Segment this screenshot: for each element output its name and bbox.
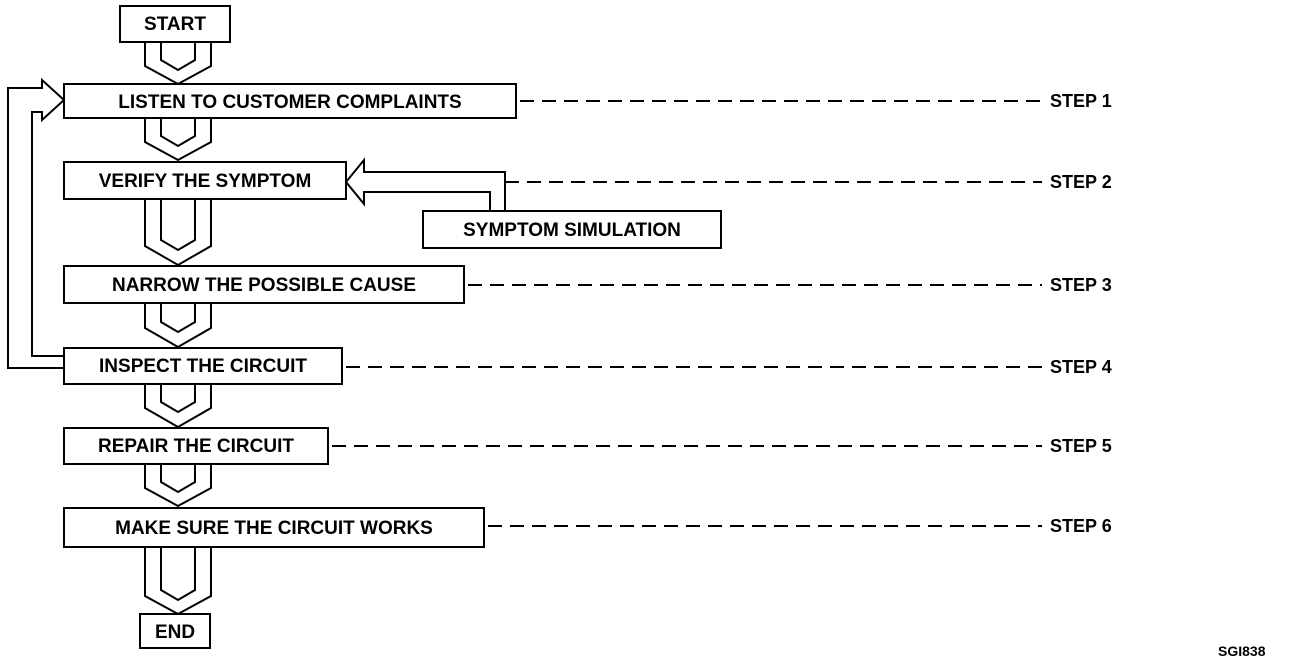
symptom-simulation-label: SYMPTOM SIMULATION — [463, 220, 681, 241]
figure-code: SGI838 — [1218, 643, 1266, 659]
flow-arrow-step3-to-step4 — [144, 302, 212, 349]
step-1-label: LISTEN TO CUSTOMER COMPLAINTS — [118, 92, 461, 113]
step-6-node: MAKE SURE THE CIRCUIT WORKS — [63, 507, 485, 548]
step-3-tag: STEP 3 — [1050, 275, 1112, 295]
step-2-label: VERIFY THE SYMPTOM — [99, 171, 312, 192]
feedback-loop-arrow — [7, 77, 66, 369]
end-node: END — [139, 613, 211, 649]
step-4-node: INSPECT THE CIRCUIT — [63, 347, 343, 385]
flow-arrow-step2-to-step3 — [144, 198, 212, 267]
step-2-node: VERIFY THE SYMPTOM — [63, 161, 347, 200]
flow-arrow-step5-to-step6 — [144, 463, 212, 508]
step-6-label: MAKE SURE THE CIRCUIT WORKS — [115, 518, 433, 539]
start-node: START — [119, 5, 231, 43]
step-4-tag: STEP 4 — [1050, 357, 1112, 377]
flow-arrow-start-to-step1 — [144, 41, 212, 86]
symptom-simulation-node: SYMPTOM SIMULATION — [422, 210, 722, 249]
step-5-node: REPAIR THE CIRCUIT — [63, 427, 329, 465]
step-3-node: NARROW THE POSSIBLE CAUSE — [63, 265, 465, 304]
start-label: START — [144, 14, 206, 35]
step-4-label: INSPECT THE CIRCUIT — [99, 356, 307, 377]
end-label: END — [155, 622, 195, 643]
flow-arrow-step1-to-step2 — [144, 117, 212, 162]
step-1-tag: STEP 1 — [1050, 91, 1112, 111]
symptom-simulation-arrow — [344, 157, 506, 212]
flow-arrow-step4-to-step5 — [144, 383, 212, 429]
step-1-node: LISTEN TO CUSTOMER COMPLAINTS — [63, 83, 517, 119]
step-5-tag: STEP 5 — [1050, 436, 1112, 456]
step-3-label: NARROW THE POSSIBLE CAUSE — [112, 275, 416, 296]
flow-arrow-step6-to-end — [144, 546, 212, 616]
step-2-tag: STEP 2 — [1050, 172, 1112, 192]
step-5-label: REPAIR THE CIRCUIT — [98, 436, 294, 457]
step-6-tag: STEP 6 — [1050, 516, 1112, 536]
